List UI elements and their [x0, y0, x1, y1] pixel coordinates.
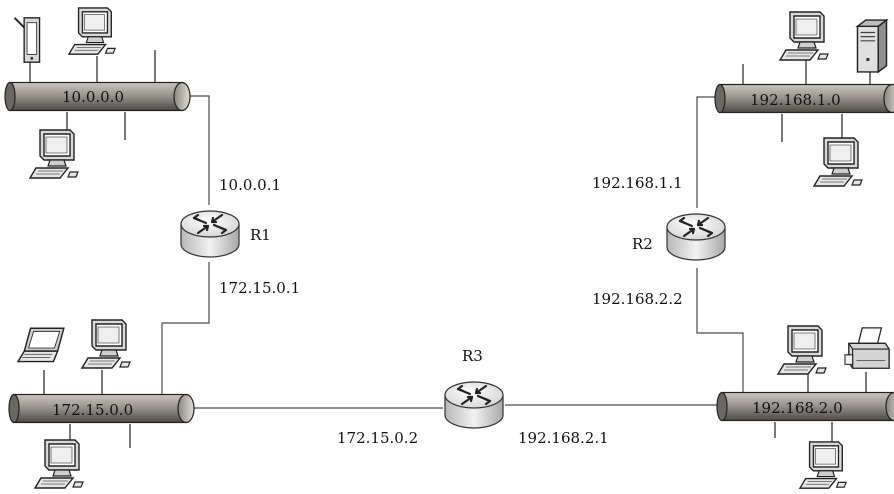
network-label: 10.0.0.0	[62, 88, 124, 106]
interface-address: 172.15.0.2	[337, 429, 418, 447]
printer-icon	[844, 327, 890, 369]
wire-r1-n172	[161, 262, 210, 395]
router-label: R2	[632, 235, 653, 253]
desktop-pc-icon	[29, 129, 79, 179]
router-icon	[179, 209, 241, 259]
desktop-pc-icon	[34, 439, 84, 489]
network-192-168-2-0: 192.168.2.0	[716, 325, 894, 489]
interface-address: 10.0.0.1	[219, 176, 281, 194]
router-label: R1	[250, 226, 271, 244]
interface-address: 192.168.2.1	[518, 429, 609, 447]
interface-address: 192.168.2.2	[592, 290, 683, 308]
router-label: R3	[462, 347, 483, 365]
desktop-pc-icon	[779, 11, 829, 61]
desktop-pc-icon	[813, 137, 863, 187]
tablet-icon	[13, 16, 41, 64]
network-label: 192.168.1.0	[750, 91, 841, 109]
wire-n1921-r2	[696, 96, 720, 208]
desktop-pc-icon	[81, 319, 131, 369]
router-icon	[665, 212, 727, 262]
interface-address: 172.15.0.1	[219, 279, 300, 297]
network-192-168-1-0: 192.168.1.0	[714, 11, 894, 187]
router-icon	[443, 380, 505, 430]
router-r3: R3	[443, 347, 505, 430]
interface-labels: 10.0.0.1 172.15.0.1 192.168.1.1 192.168.…	[219, 174, 683, 447]
desktop-pc-icon	[799, 441, 847, 489]
wire-r2-n1922	[696, 268, 744, 392]
router-r2: R2	[632, 212, 727, 262]
router-r1: R1	[179, 209, 271, 259]
wires	[161, 95, 744, 409]
network-label: 172.15.0.0	[52, 401, 133, 419]
server-icon	[856, 19, 888, 73]
desktop-pc-icon	[777, 325, 827, 375]
interface-address: 192.168.1.1	[592, 174, 683, 192]
laptop-icon	[17, 327, 65, 363]
network-172-15-0-0: 172.15.0.0	[8, 319, 195, 489]
network-10-0-0-0: 10.0.0.0	[4, 7, 191, 179]
network-label: 192.168.2.0	[752, 399, 843, 417]
wire-n10-r1	[188, 95, 210, 205]
desktop-pc-icon	[68, 7, 116, 55]
